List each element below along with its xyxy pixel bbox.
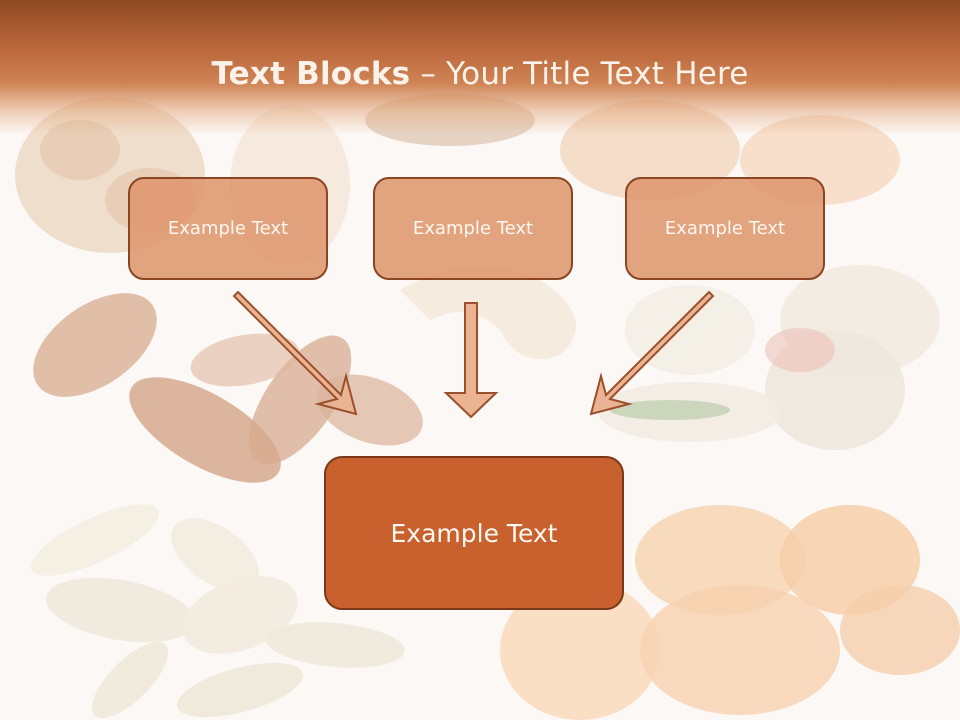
title-rest-part: – Your Title Text Here xyxy=(420,56,749,92)
title-bar xyxy=(0,0,960,135)
arrow-right xyxy=(589,290,715,416)
main-text-block[interactable]: Example Text xyxy=(324,456,624,610)
title-bold-part: Text Blocks xyxy=(211,56,411,92)
slide-title: Text Blocks – Your Title Text Here xyxy=(0,56,960,92)
text-block-1[interactable]: Example Text xyxy=(128,177,328,280)
text-block-2[interactable]: Example Text xyxy=(373,177,573,280)
arrow-center xyxy=(443,302,499,419)
arrow-left xyxy=(232,290,358,416)
text-block-3[interactable]: Example Text xyxy=(625,177,825,280)
